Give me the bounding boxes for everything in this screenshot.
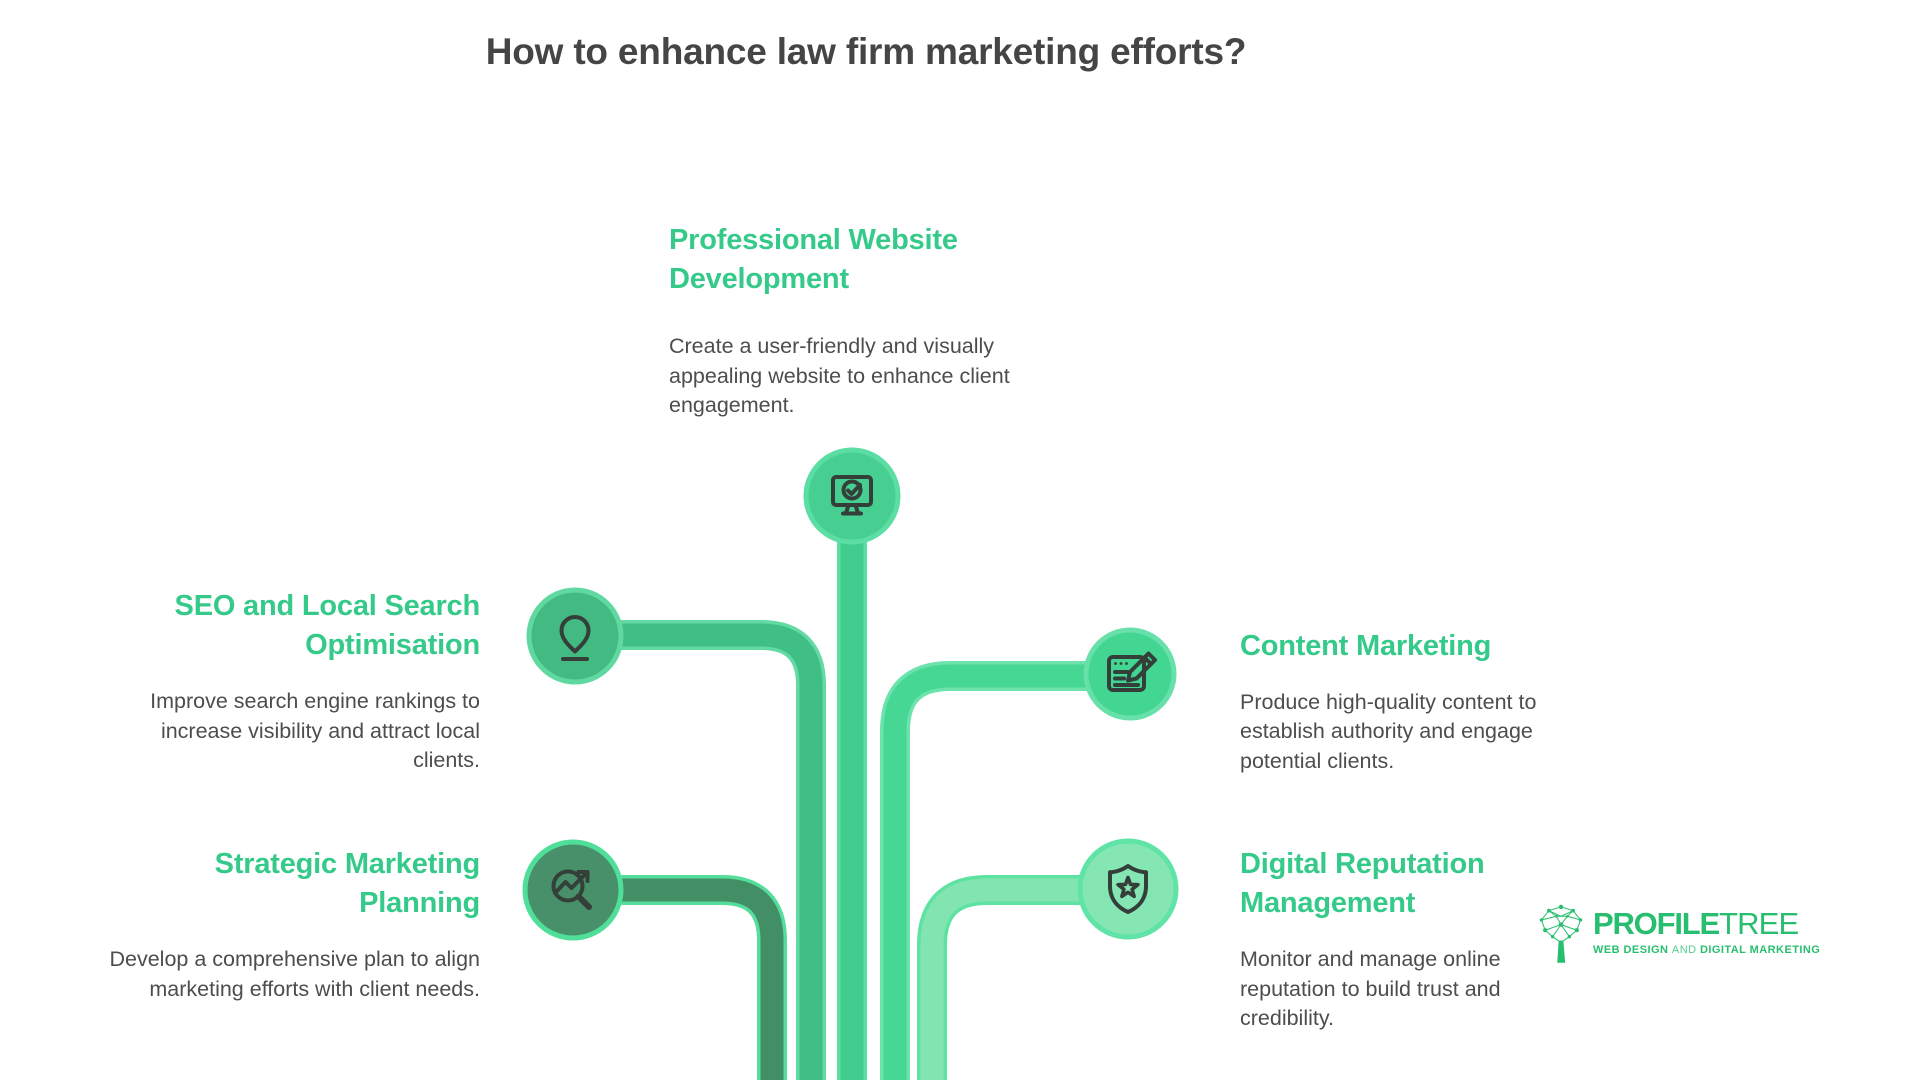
profiletree-name-light: TREE <box>1718 906 1799 941</box>
reputation-node <box>1077 838 1179 940</box>
profiletree-logo: PROFILETREE WEB DESIGN AND DIGITAL MARKE… <box>1534 901 1820 965</box>
content-title: Content Marketing <box>1240 630 1492 662</box>
reputation-description: Monitor and manage online reputation to … <box>1240 947 1501 1030</box>
tree-pipes <box>573 496 1130 1080</box>
reputation-text-block: Digital Reputation Management Monitor an… <box>1240 845 1570 1033</box>
document-pencil-icon <box>1107 651 1157 692</box>
profiletree-tree-icon <box>1539 904 1583 963</box>
profiletree-wordmark: PROFILETREE WEB DESIGN AND DIGITAL MARKE… <box>1593 901 1820 956</box>
seo-description: Improve search engine rankings to increa… <box>150 689 480 772</box>
tagline-digital-marketing: DIGITAL MARKETING <box>1700 944 1821 956</box>
reputation-branch-pipe <box>917 875 1128 1080</box>
page-title: How to enhance law firm marketing effort… <box>485 31 1247 72</box>
content-description: Produce high-quality content to establis… <box>1240 690 1537 773</box>
seo-text-block: SEO and Local Search Optimisation Improv… <box>98 587 480 775</box>
strategy-branch-pipe <box>573 875 787 1080</box>
magnifier-trend-icon <box>551 869 592 910</box>
tagline-web-design: WEB DESIGN <box>1593 944 1669 956</box>
location-pin-icon <box>559 615 591 661</box>
profiletree-name: PROFILETREE <box>1593 908 1820 939</box>
tagline-and: AND <box>1671 944 1697 956</box>
profiletree-tagline: WEB DESIGN AND DIGITAL MARKETING <box>1593 944 1820 956</box>
content-branch-pipe <box>880 661 1130 1080</box>
seo-title: SEO and Local Search Optimisation <box>174 590 481 662</box>
website-description: Create a user-friendly and visually appe… <box>669 334 1010 417</box>
monitor-check-icon <box>831 475 873 516</box>
website-node <box>803 447 901 545</box>
profiletree-name-bold: PROFILE <box>1593 906 1720 941</box>
content-node <box>1083 627 1177 721</box>
content-text-block: Content Marketing Produce high-quality c… <box>1240 627 1585 776</box>
reputation-title: Digital Reputation Management <box>1240 848 1485 920</box>
strategy-node <box>522 839 624 941</box>
strategy-title: Strategic Marketing Planning <box>214 848 481 920</box>
strategy-description: Develop a comprehensive plan to align ma… <box>109 947 480 1001</box>
strategy-text-block: Strategic Marketing Planning Develop a c… <box>100 845 480 1004</box>
shield-star-icon <box>1108 864 1148 914</box>
website-title: Professional Website Development <box>669 224 958 296</box>
seo-node <box>526 587 624 685</box>
seo-branch-pipe <box>575 620 826 1080</box>
website-text-block: Professional Website Development Create … <box>669 221 1019 420</box>
